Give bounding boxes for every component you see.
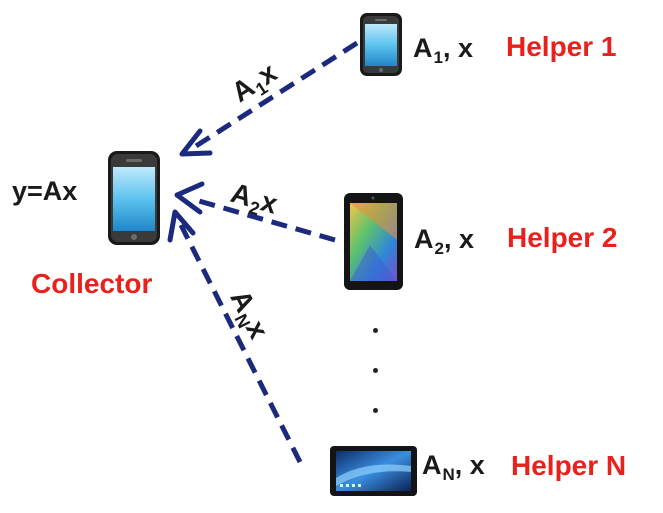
helper-1-phone-icon — [360, 13, 402, 76]
collector-phone-icon — [108, 151, 160, 245]
helper-n-tablet-icon — [330, 446, 417, 496]
collector-equation: y=Ax — [12, 176, 78, 206]
ellipsis-dot — [373, 408, 378, 413]
helper-n-data-label: AN, x — [422, 450, 485, 484]
helper-1-name: Helper 1 — [506, 31, 617, 62]
helper-n-name: Helper N — [511, 450, 627, 481]
helper-2-data-label: A2, x — [414, 224, 474, 258]
helper-2-tablet-icon — [344, 193, 403, 290]
arrow-helper-n — [167, 209, 303, 464]
collector-label: Collector — [31, 268, 153, 299]
ellipsis-dot — [373, 328, 378, 333]
arrow-helper-2 — [174, 181, 336, 243]
ellipsis-dot — [373, 368, 378, 373]
helper-2-name: Helper 2 — [507, 222, 618, 253]
helper-1-data-label: A1, x — [413, 33, 473, 67]
arrow-helper-1 — [179, 40, 359, 157]
